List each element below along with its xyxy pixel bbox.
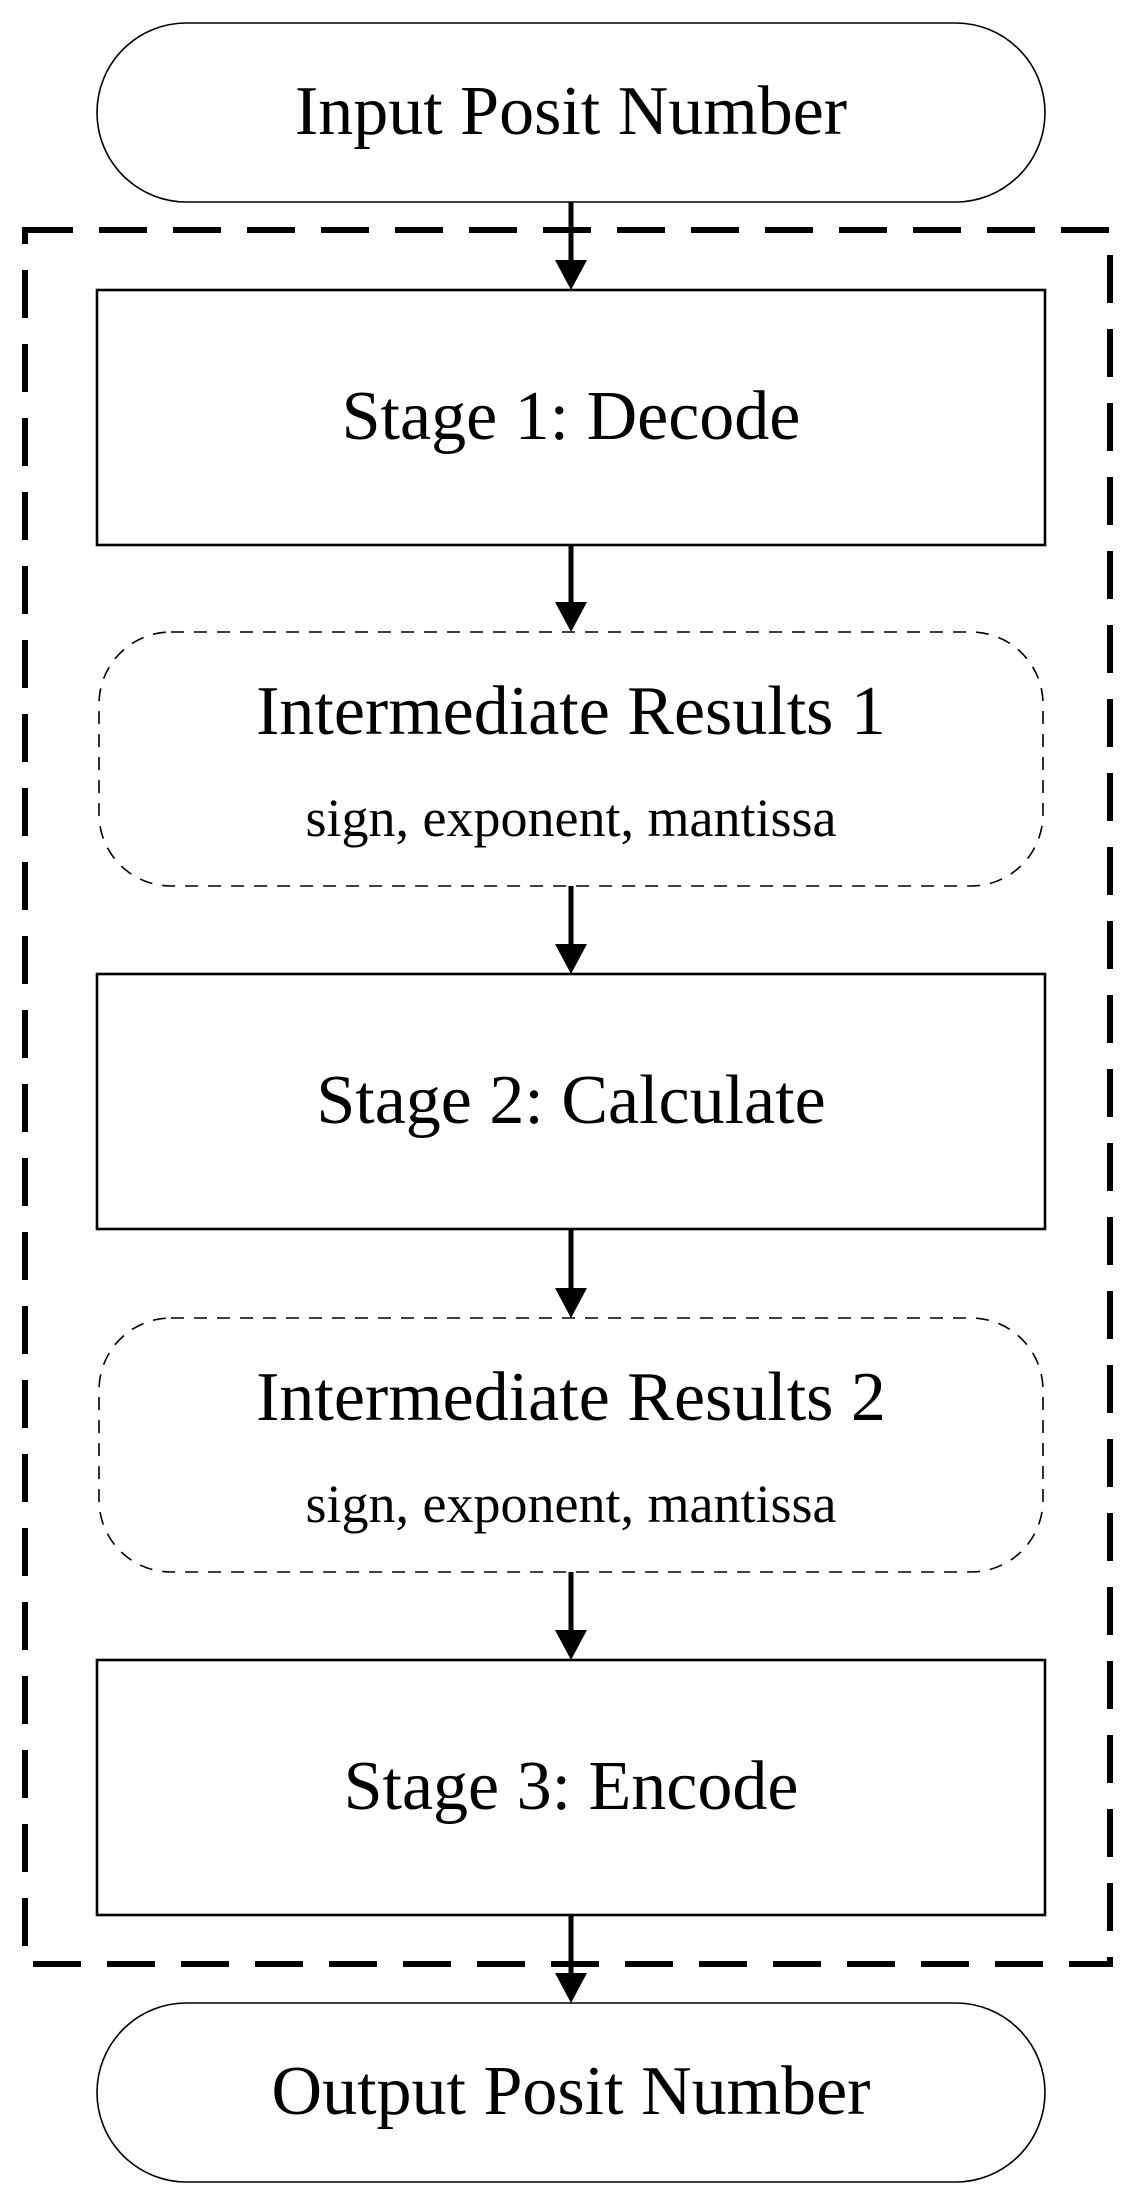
arrow-stage3-to-output <box>555 1915 587 2003</box>
stage1-box-shape <box>95 288 1047 547</box>
stage3-label: Stage 3: Encode <box>343 1748 799 1825</box>
arrow-stage1-to-intermediate1 <box>555 545 587 632</box>
stage2-box-shape <box>95 972 1047 1231</box>
input-terminal-label: Input Posit Number <box>294 73 848 150</box>
intermediate1-title: Intermediate Results 1 <box>256 673 886 750</box>
intermediate1-subtitle: sign, exponent, mantissa <box>305 788 837 848</box>
arrow-intermediate2-to-stage3 <box>555 1572 587 1660</box>
intermediate2-title: Intermediate Results 2 <box>256 1359 886 1436</box>
arrow-stage2-to-intermediate2 <box>555 1229 587 1318</box>
intermediate2-subtitle: sign, exponent, mantissa <box>305 1474 837 1534</box>
arrow-input-to-stage1 <box>555 202 587 290</box>
output-terminal-label: Output Posit Number <box>271 2053 871 2130</box>
arrow-intermediate1-to-stage2 <box>555 886 587 974</box>
stage3-box-shape <box>95 1658 1047 1917</box>
stage2-label: Stage 2: Calculate <box>316 1062 826 1139</box>
stage1-label: Stage 1: Decode <box>341 378 801 455</box>
pipeline-container-border <box>22 227 1113 1967</box>
